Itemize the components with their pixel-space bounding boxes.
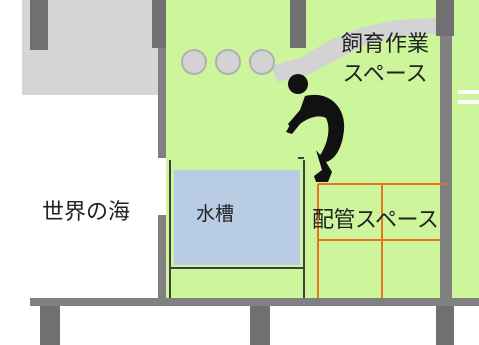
column-top-left — [30, 0, 48, 50]
wall-upper-segment — [158, 48, 166, 158]
floor-slab — [30, 298, 479, 306]
water-tank-outline — [169, 160, 305, 269]
column-top-center — [290, 0, 306, 48]
column-top-mid — [152, 0, 166, 48]
footing-center — [250, 306, 270, 345]
tank-base — [169, 268, 305, 300]
duct — [270, 18, 436, 82]
water-tank-water — [174, 170, 300, 265]
duct-circle-1 — [181, 49, 207, 75]
wall-lower-segment — [158, 215, 166, 300]
footing-right — [436, 306, 454, 345]
work-space-label: 飼育作業スペース — [340, 32, 429, 87]
column-top-right-cap — [436, 0, 454, 36]
worker-silhouette-icon — [286, 74, 345, 182]
world-sea-label: 世界の海 — [42, 200, 131, 225]
footing-left — [40, 306, 60, 345]
duct-circle-2 — [215, 49, 241, 75]
column-top-right — [440, 0, 452, 300]
piping-space-label: 配管スペース — [312, 208, 439, 233]
water-tank-label: 水槽 — [196, 203, 235, 225]
duct-circle-3 — [249, 49, 275, 75]
right-vent-1 — [458, 90, 479, 94]
right-vent-2 — [458, 100, 479, 104]
piping-frame — [317, 183, 446, 301]
